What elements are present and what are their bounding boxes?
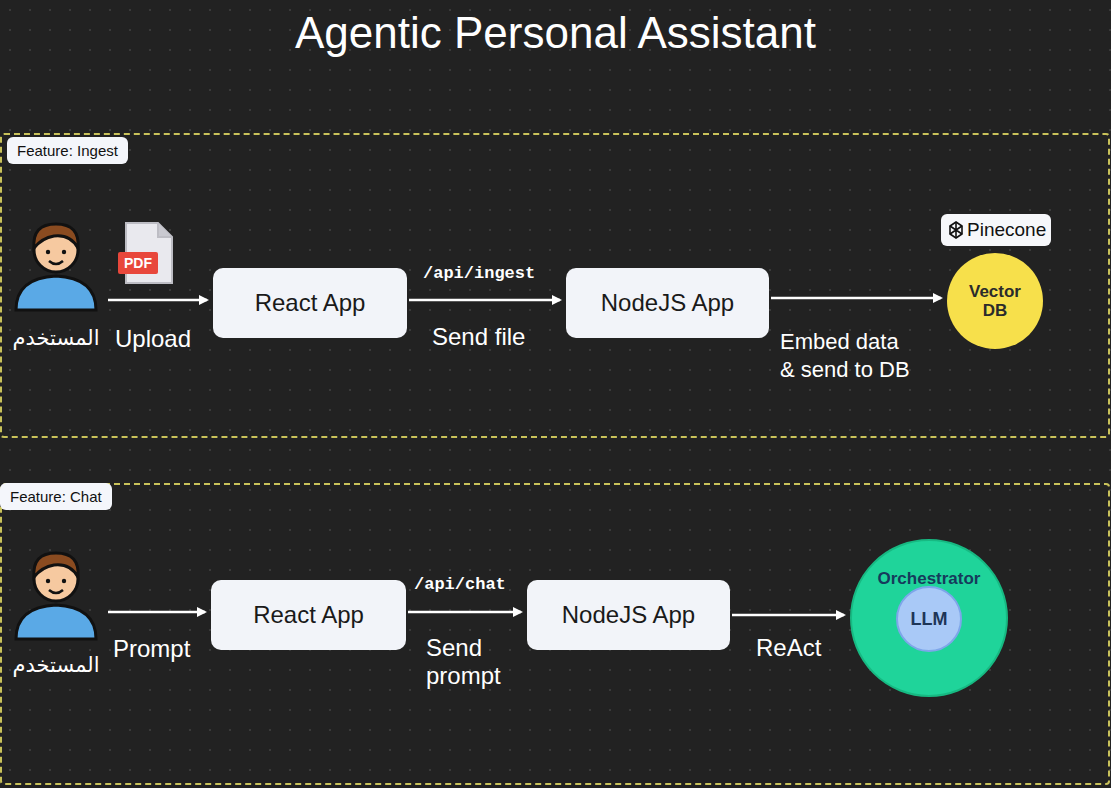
edge-label: Embed data & send to DB: [780, 328, 913, 384]
feature-band: Feature: Ingest المستخدم React App NodeJS A…: [0, 133, 1110, 438]
edge-label: ReAct: [756, 634, 821, 662]
process-box: React App: [211, 580, 406, 650]
flow-arrow: [408, 611, 521, 614]
feature-band: Feature: Chat المستخدم React App NodeJS App…: [0, 483, 1110, 785]
user-illustration: [10, 216, 102, 312]
node-text: Pinecone: [967, 219, 1046, 241]
feature-tag: Feature: Chat: [0, 483, 112, 510]
flow-arrow: [409, 299, 560, 302]
pinecone-logo: [946, 220, 966, 240]
feature-tag: Feature: Ingest: [7, 137, 128, 164]
node-text: LLM: [911, 609, 948, 630]
edge-label: Prompt: [113, 635, 190, 663]
edge-label: Upload: [115, 325, 191, 353]
diagram-title: Agentic Personal Assistant: [0, 8, 1111, 58]
file-type-badge: PDF: [118, 252, 158, 274]
flow-arrow: [108, 611, 205, 614]
process-box: NodeJS App: [566, 268, 769, 338]
node-text: NodeJS App: [601, 289, 734, 317]
brand-label: Pinecone: [941, 214, 1051, 246]
flow-arrow: [771, 297, 941, 300]
database-circle: Vector DB: [947, 253, 1043, 349]
node-text: React App: [255, 289, 366, 317]
process-box: React App: [213, 268, 407, 338]
endpoint-label: /api/ingest: [423, 260, 535, 288]
orchestrator-circle: OrchestratorLLM: [850, 539, 1008, 697]
llm-circle: LLM: [896, 586, 962, 652]
edge-label: Send file: [432, 323, 525, 351]
flow-arrow: [108, 299, 207, 302]
flow-arrow: [732, 614, 844, 617]
edge-label: Send prompt: [426, 634, 538, 690]
node-text: المستخدم: [12, 653, 99, 677]
endpoint-label: /api/chat: [414, 571, 506, 599]
node-text: المستخدم: [12, 326, 99, 350]
node-text: React App: [253, 601, 364, 629]
user-illustration: [10, 545, 102, 641]
node-text: Vector DB: [965, 282, 1025, 320]
node-text: NodeJS App: [562, 601, 695, 629]
process-box: NodeJS App: [527, 580, 730, 650]
